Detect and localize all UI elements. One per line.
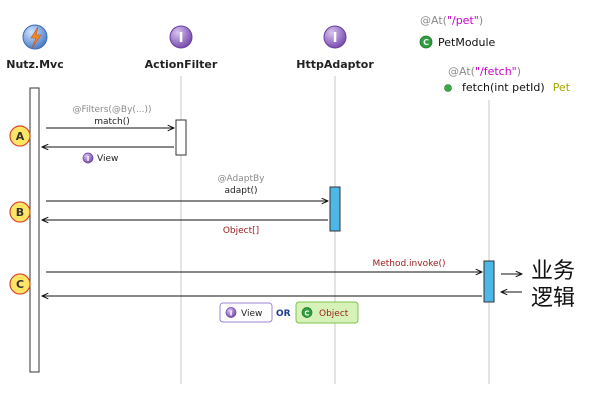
class-icon: C: [419, 35, 433, 49]
participant-nutz-mvc: Nutz.Mvc: [6, 58, 64, 71]
nutz-mvc-icon: [22, 24, 48, 50]
method-icon: [444, 84, 452, 92]
step-b-badge: B: [9, 201, 31, 223]
adapt-call-label: adapt(): [224, 186, 257, 196]
or-label: OR: [276, 309, 291, 319]
result-view-label: View: [241, 309, 262, 319]
method-at-annotation: @At("/fetch"): [448, 65, 521, 78]
business-logic-line1: 业务: [531, 259, 575, 284]
filters-annotation: @Filters(@By(...)): [72, 105, 151, 115]
object-array-label: Object[]: [223, 226, 259, 236]
participant-action-filter: ActionFilter: [145, 58, 218, 71]
match-call-label: match(): [94, 117, 130, 127]
adapt-annotation: @AdaptBy: [218, 174, 266, 184]
result-view-box: I View: [219, 302, 273, 323]
step-c-badge: C: [9, 273, 31, 295]
method-signature: fetch(int petId)Pet: [462, 81, 571, 94]
svg-text:A: A: [16, 130, 25, 143]
result-object-label: Object: [319, 309, 349, 319]
invoke-call-label: Method.invoke(): [372, 259, 445, 269]
activation-nutz-mvc: [29, 87, 40, 373]
module-at-annotation: @At("/pet"): [420, 14, 483, 27]
svg-text:B: B: [16, 206, 24, 219]
interface-icon-letter: I: [179, 31, 184, 46]
participant-http-adaptor: HttpAdaptor: [296, 58, 374, 71]
activation-pet-module: [483, 260, 495, 303]
class-icon-letter: C: [423, 38, 429, 47]
result-object-box: C Object: [295, 301, 359, 324]
view-icon: I: [82, 152, 94, 164]
svg-text:I: I: [230, 310, 233, 318]
module-name: PetModule: [438, 36, 496, 49]
interface-icon-letter: I: [333, 31, 338, 46]
interface-icon: I: [169, 25, 193, 49]
activation-http-adaptor: [329, 186, 341, 232]
step-a-badge: A: [9, 125, 31, 147]
interface-icon: I: [323, 25, 347, 49]
view-return-label: View: [97, 154, 118, 164]
svg-text:C: C: [16, 278, 24, 291]
activation-action-filter: [175, 119, 187, 156]
business-logic-line2: 逻辑: [531, 286, 575, 311]
svg-text:I: I: [87, 155, 90, 163]
svg-text:C: C: [304, 310, 309, 318]
